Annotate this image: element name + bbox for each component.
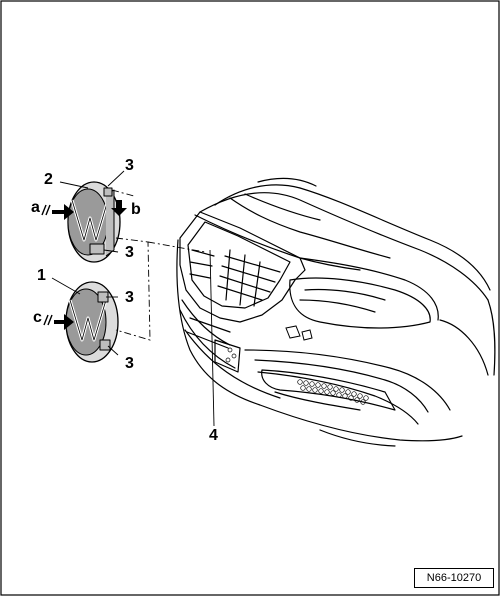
arrow-a-marker bbox=[41, 204, 74, 220]
vehicle-front bbox=[176, 177, 496, 447]
callout-part-3-bottom: 3 bbox=[125, 355, 134, 372]
callout-arrow-c: c bbox=[33, 309, 42, 326]
reference-number-label: N66-10270 bbox=[414, 568, 494, 588]
side-badge bbox=[285, 325, 313, 341]
callout-part-1: 1 bbox=[37, 267, 46, 284]
callout-part-4: 4 bbox=[209, 427, 218, 444]
arrow-b-marker bbox=[111, 200, 127, 216]
emblem-upper bbox=[67, 181, 121, 263]
arrow-c-marker bbox=[43, 314, 74, 330]
callout-part-2: 2 bbox=[44, 171, 53, 188]
callout-arrow-a: a bbox=[31, 199, 40, 216]
leader-lines bbox=[51, 170, 215, 427]
callout-part-3-lower-mid: 3 bbox=[125, 289, 134, 306]
callout-part-3-top: 3 bbox=[125, 157, 134, 174]
callout-part-3-upper-mid: 3 bbox=[125, 244, 134, 261]
callout-arrow-b: b bbox=[131, 201, 141, 218]
alignment-lines bbox=[111, 189, 206, 341]
emblem-lower bbox=[65, 281, 119, 363]
fog-lamp-grille-pattern bbox=[225, 347, 369, 405]
